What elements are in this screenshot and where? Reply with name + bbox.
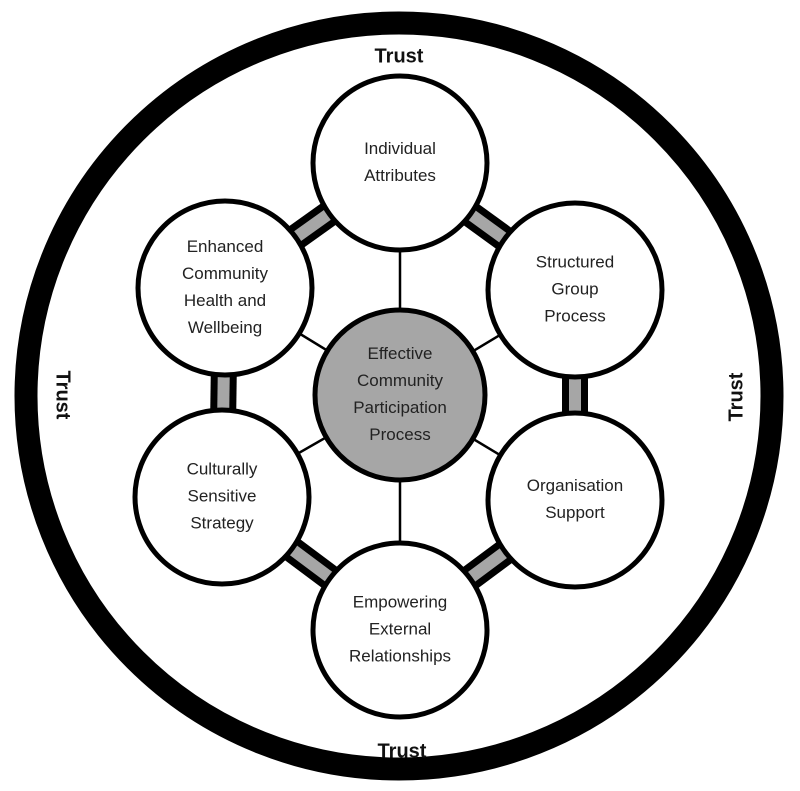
trust-label-right: Trust	[725, 372, 747, 421]
node-label-line: Attributes	[364, 166, 436, 185]
node-label-line: Individual	[364, 139, 436, 158]
trust-label-left: Trust	[52, 371, 74, 420]
node-circle	[310, 73, 490, 253]
center-label-line: Process	[369, 425, 430, 444]
node-label-line: Enhanced	[187, 237, 264, 256]
node-label-line: Strategy	[190, 513, 254, 532]
node-circle	[485, 410, 665, 590]
node-label-line: Relationships	[349, 646, 451, 665]
node-circle	[132, 407, 312, 587]
node-label-line: Culturally	[187, 459, 258, 478]
trust-label-bottom: Trust	[378, 740, 427, 762]
node-label-line: Sensitive	[188, 486, 257, 505]
center-label-line: Community	[357, 371, 443, 390]
node-circle	[485, 200, 665, 380]
node-label-line: Empowering	[353, 592, 448, 611]
node-circle	[310, 540, 490, 720]
node-label-line: Support	[545, 503, 605, 522]
node-label-line: Group	[551, 279, 598, 298]
node-label-line: External	[369, 619, 431, 638]
center-circle	[312, 307, 488, 483]
center-label-line: Effective	[368, 344, 433, 363]
node-circle	[135, 198, 315, 378]
node-label-line: Community	[182, 264, 268, 283]
node-label-line: Organisation	[527, 476, 623, 495]
node-label-line: Wellbeing	[188, 318, 262, 337]
center-label-line: Participation	[353, 398, 447, 417]
node-label-line: Health and	[184, 291, 266, 310]
trust-label-top: Trust	[375, 45, 424, 67]
node-label-line: Structured	[536, 252, 614, 271]
node-label-line: Process	[544, 306, 605, 325]
trust-ring	[14, 11, 784, 781]
